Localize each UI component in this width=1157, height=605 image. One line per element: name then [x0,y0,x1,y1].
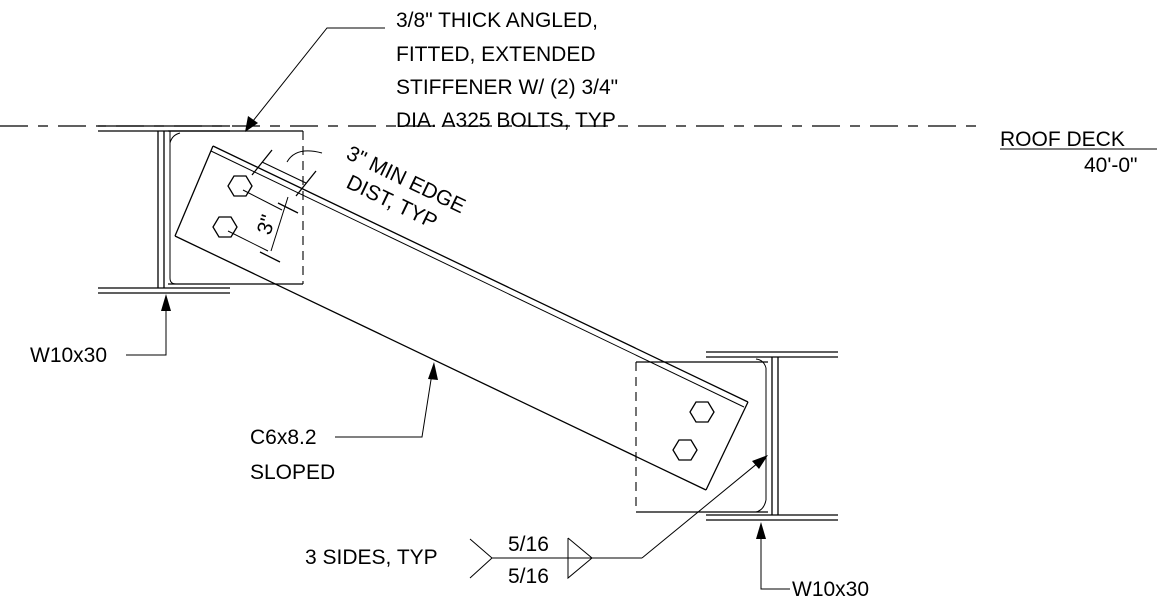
bolt-right-1 [689,401,715,423]
spacing-ext-line-1 [242,189,283,211]
spacing-dim-tick-1 [277,202,299,214]
left-column-callout: W10x30 [30,294,171,367]
weld-size-top: 5/16 [508,533,549,556]
bolt-left-1 [227,175,253,197]
stiffener-note-line2: FITTED, EXTENDED [396,43,596,66]
stiffener-leader [248,27,385,127]
left-column-leader [126,296,167,356]
brace-end-right [705,401,749,491]
right-column-leader-arrow [756,522,766,539]
weld-leader [641,457,765,559]
edge-dim-tick-2 [295,170,317,197]
bolt-spacing-dimension: 3" [227,189,299,263]
brace-end-left [174,145,214,237]
brace-leader [335,366,434,438]
right-column-leader [760,524,790,590]
weld-leader-arrow [752,455,768,469]
stiffener-leader-arrow [245,116,258,132]
roof-deck-label: ROOF DECK [1000,128,1125,151]
left-stiffener-plate [168,130,304,285]
stiffener-note-line1: 3/8" THICK ANGLED, [396,9,598,32]
bolt-group-left [212,175,253,238]
edge-distance-dimension: 3" MIN EDGE DIST, TYP [251,142,469,234]
spacing-dim-tick-2 [259,251,281,263]
left-column-leader-arrow [161,294,171,311]
brace-top-edge [212,145,749,403]
edge-dim-leader-arc [286,150,323,163]
left-column-fillet-top [169,132,181,144]
bolt-left-2 [212,216,238,238]
roof-elevation-label: 40'-0" [1084,154,1138,177]
brace-top-inner-edge [210,150,745,408]
brace-leader-arrow [428,362,438,380]
edge-dim-line [261,161,307,184]
fillet-weld-top [567,537,594,559]
spacing-ext-line-2 [227,230,269,252]
right-column-callout: W10x30 [756,522,869,601]
stiffener-note-line4: DIA. A325 BOLTS, TYP [396,109,616,132]
weld-note: 3 SIDES, TYP [305,546,438,569]
left-column-fillet [169,131,177,285]
right-column-label: W10x30 [792,578,869,601]
right-column-fillet-bottom [755,499,767,513]
brace-label-line1: C6x8.2 [250,426,317,449]
brace-label-line2: SLOPED [250,461,335,484]
fillet-weld-bottom [567,557,593,580]
stiffener-note-line3: STIFFENER W/ (2) 3/4" [396,76,618,99]
brace-callout: C6x8.2 SLOPED [250,362,438,484]
right-column-fillet-top [755,358,767,369]
left-column-label: W10x30 [30,344,107,367]
brace-bottom-edge [174,235,707,491]
right-column [706,351,838,521]
bolt-group-right [672,401,715,461]
weld-tail [469,538,493,579]
weld-symbol: 3 SIDES, TYP 5/16 5/16 [305,455,768,588]
bolt-right-2 [672,439,698,461]
right-stiffener-plate [635,361,768,513]
stiffener-note: 3/8" THICK ANGLED, FITTED, EXTENDED STIF… [245,9,618,132]
weld-size-bottom: 5/16 [508,565,549,588]
edge-dim-tick-1 [251,149,273,176]
